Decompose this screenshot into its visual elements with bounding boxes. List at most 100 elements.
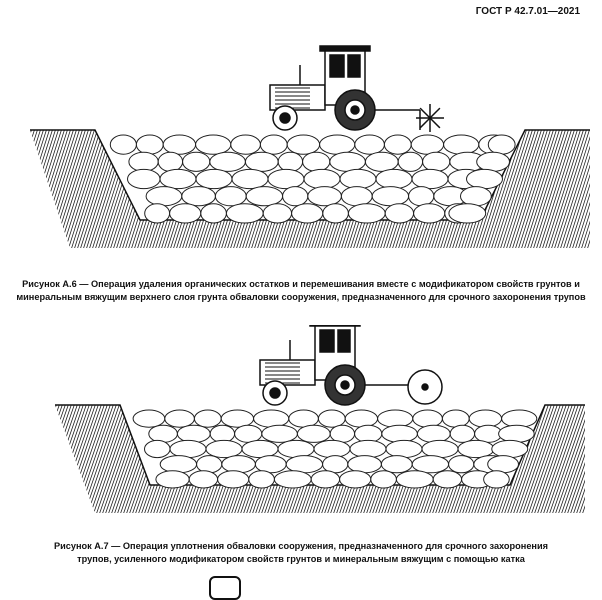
hatch-line — [0, 125, 6, 250]
stone — [329, 424, 356, 443]
hatch-line — [30, 130, 61, 248]
hatch-line — [83, 405, 125, 513]
hatch-line — [30, 130, 46, 248]
stone — [416, 424, 451, 443]
stone — [162, 134, 197, 155]
hatch-line — [55, 405, 74, 513]
hatch-line — [515, 405, 557, 513]
stone — [340, 186, 373, 207]
hatch-line — [529, 130, 571, 248]
hatch-line — [514, 130, 556, 248]
hatch-line — [30, 130, 55, 248]
stone — [282, 186, 309, 207]
hatch-line — [52, 130, 94, 248]
hatch-line — [30, 130, 67, 248]
hatch-line — [55, 405, 89, 513]
stone — [421, 439, 459, 459]
stone — [501, 409, 538, 428]
tiller-blade — [429, 117, 441, 129]
stone — [159, 168, 197, 190]
tractor-hood — [269, 84, 326, 111]
hatch-line — [563, 405, 585, 513]
hatch-line — [55, 405, 92, 513]
hatch-line — [71, 405, 113, 513]
hatch-line — [56, 405, 98, 513]
stone — [144, 439, 171, 459]
stone — [176, 424, 211, 443]
stone — [347, 455, 382, 474]
hatch-line — [541, 130, 583, 248]
front-hub — [269, 387, 281, 399]
hatch-line — [30, 130, 37, 248]
stone — [273, 470, 312, 489]
hatch-line — [58, 130, 100, 248]
hatch-line — [589, 130, 590, 248]
cab-window — [337, 329, 351, 353]
stone — [448, 203, 487, 224]
hatch-line — [0, 400, 28, 515]
hatch-line — [0, 125, 18, 250]
hatch-line — [571, 130, 590, 248]
stone — [193, 409, 222, 428]
hatch-line — [502, 130, 544, 248]
stone — [217, 470, 250, 489]
stone — [411, 455, 450, 474]
tractor — [259, 325, 443, 406]
hatch-line — [12, 400, 52, 515]
hatch-line — [484, 130, 526, 248]
hatch-line — [566, 405, 585, 513]
hatch-line — [55, 405, 71, 513]
rear-hub — [340, 380, 350, 390]
stone — [339, 470, 372, 489]
hatch-line — [487, 130, 529, 248]
hatch-line — [597, 400, 602, 515]
stone — [205, 439, 243, 459]
hatch-line — [0, 400, 10, 515]
stone — [371, 186, 410, 207]
stone — [209, 424, 236, 443]
hatch-line — [0, 400, 37, 515]
stone — [230, 134, 261, 155]
hatch-line — [550, 130, 590, 248]
hatch-line — [30, 130, 64, 248]
stone — [354, 134, 385, 155]
stone — [164, 409, 195, 428]
stone — [422, 151, 451, 172]
hatch-line — [55, 405, 77, 513]
hatch-line — [0, 400, 25, 515]
hatch-line — [580, 130, 590, 248]
hatch-line — [547, 130, 589, 248]
hatch-line — [46, 130, 88, 248]
stone — [457, 439, 495, 459]
stone — [259, 134, 288, 155]
stone — [319, 134, 356, 155]
stone — [397, 151, 424, 172]
hatch-line — [0, 125, 3, 250]
hatch-line — [0, 400, 22, 515]
stone — [317, 409, 346, 428]
hatch-line — [521, 405, 563, 513]
stone — [277, 439, 315, 459]
stone — [483, 470, 510, 489]
stone — [466, 168, 503, 190]
page-number-box — [209, 576, 241, 600]
stone — [195, 168, 233, 190]
stone — [291, 203, 324, 224]
hatch-line — [0, 125, 9, 250]
hatch-line — [70, 130, 112, 248]
hatch-line — [89, 405, 131, 513]
figure-a7-drawing — [0, 325, 602, 515]
tractor-hood — [259, 359, 316, 386]
hatch-line — [523, 130, 565, 248]
hatch-line — [562, 130, 590, 248]
stone — [476, 151, 511, 172]
stone — [181, 186, 216, 207]
stone — [241, 439, 279, 459]
stone — [254, 455, 287, 474]
hatch-line — [556, 130, 590, 248]
hatch-line — [568, 130, 590, 248]
hatch-line — [80, 405, 122, 513]
stone — [448, 455, 475, 474]
hatch-line — [49, 130, 91, 248]
stone — [145, 186, 183, 207]
